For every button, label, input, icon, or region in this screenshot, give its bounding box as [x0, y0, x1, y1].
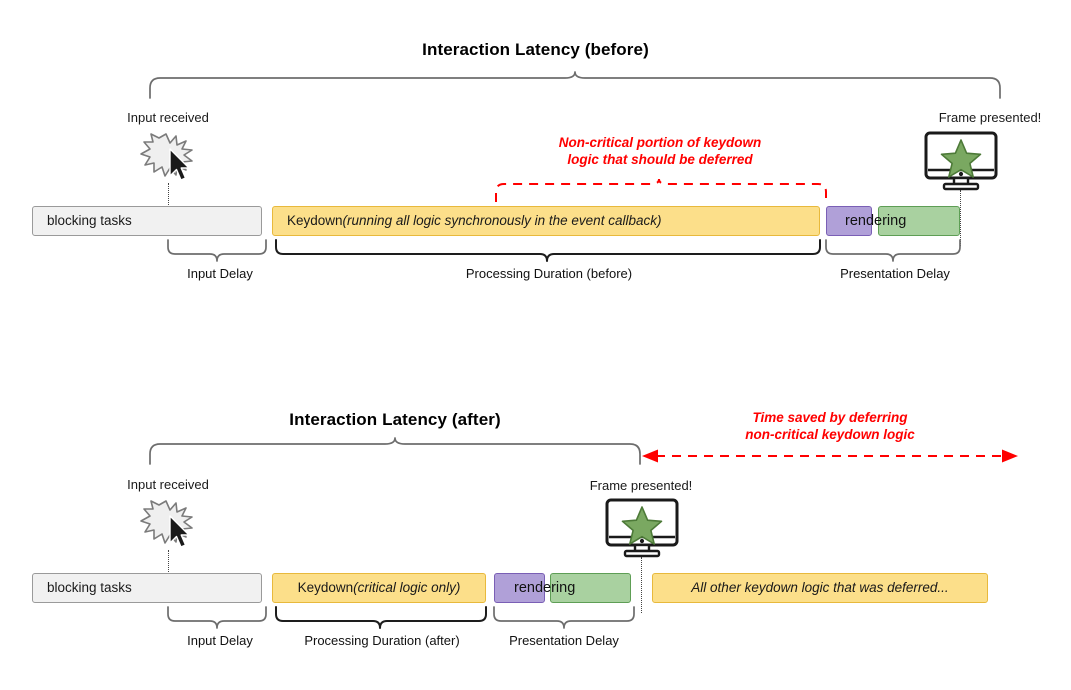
after-presentation-delay-brace	[493, 606, 635, 629]
before-processing-duration-brace	[275, 239, 821, 262]
after-keydown-detail: (critical logic only)	[353, 580, 461, 596]
before-frame-presented-label: Frame presented!	[938, 110, 1042, 125]
before-red-dashed-brace	[495, 178, 827, 202]
after-input-delay-brace	[167, 606, 267, 629]
after-bar-presentation-purple	[494, 573, 545, 603]
before-blocking-label: blocking tasks	[47, 213, 132, 229]
before-presentation-delay-brace	[825, 239, 961, 262]
after-input-dropline	[168, 550, 169, 576]
after-bar-blocking-tasks: blocking tasks	[32, 573, 262, 603]
after-bar-rendering-green	[550, 573, 631, 603]
mouse-cursor-icon	[169, 148, 190, 181]
before-input-delay-label: Input Delay	[187, 266, 253, 281]
before-bar-rendering-green	[878, 206, 960, 236]
after-deferred-label: All other keydown logic that was deferre…	[691, 580, 949, 596]
before-title: Interaction Latency (before)	[422, 40, 649, 59]
before-annotation: Non-critical portion of keydown logic th…	[558, 135, 762, 167]
after-time-saved-arrow	[642, 449, 1018, 463]
monitor-star-icon	[924, 131, 998, 191]
before-bar-keydown: Keydown (running all logic synchronously…	[272, 206, 820, 236]
before-input-dropline	[168, 183, 169, 209]
after-presentation-delay-label: Presentation Delay	[509, 633, 619, 648]
before-keydown-detail: (running all logic synchronously in the …	[342, 213, 662, 229]
before-presentation-delay-label: Presentation Delay	[840, 266, 950, 281]
after-title: Interaction Latency (after)	[289, 410, 501, 429]
after-frame-presented-label: Frame presented!	[589, 478, 693, 493]
after-input-received-label: Input received	[127, 477, 209, 492]
before-rendering-label: rendering	[845, 213, 907, 229]
before-keydown-label: Keydown	[287, 213, 343, 229]
before-input-received-label: Input received	[127, 110, 209, 125]
before-input-delay-brace	[167, 239, 267, 262]
before-processing-duration-label: Processing Duration (before)	[465, 266, 633, 281]
before-bar-presentation-purple	[826, 206, 872, 236]
after-bar-deferred-logic: All other keydown logic that was deferre…	[652, 573, 988, 603]
after-bar-keydown: Keydown (critical logic only)	[272, 573, 486, 603]
after-frame-dropline	[641, 557, 642, 613]
mouse-cursor-icon	[169, 515, 190, 548]
after-annotation: Time saved by deferring non-critical key…	[745, 410, 915, 442]
before-frame-dropline	[960, 190, 961, 246]
after-blocking-label: blocking tasks	[47, 580, 132, 596]
monitor-star-icon	[605, 498, 679, 558]
after-top-brace	[149, 437, 641, 465]
before-bar-blocking-tasks: blocking tasks	[32, 206, 262, 236]
after-rendering-label: rendering	[514, 580, 576, 596]
after-processing-duration-brace	[275, 606, 487, 629]
after-processing-duration-label: Processing Duration (after)	[304, 633, 460, 648]
after-keydown-label: Keydown	[297, 580, 354, 596]
before-top-brace	[149, 71, 1001, 99]
after-input-delay-label: Input Delay	[187, 633, 253, 648]
